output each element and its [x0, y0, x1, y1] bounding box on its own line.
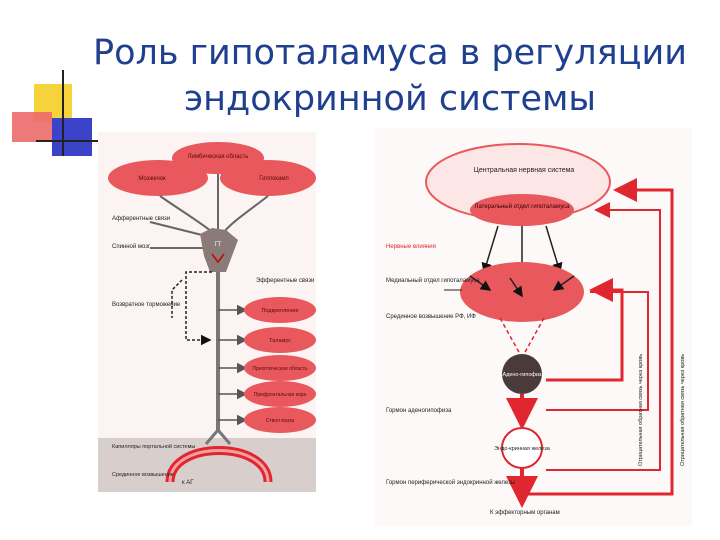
right-lateral-label: Латеральный отдел гипоталамуса	[475, 203, 571, 210]
right-cns-label: Центральная нервная система	[474, 167, 575, 174]
left-label-capillary: Капилляры портальной системы	[112, 443, 195, 450]
left-oval-right-label: Гиппокамп	[259, 176, 289, 182]
right-fb-long-label: Отрицательная обратная связь через кровь	[680, 354, 686, 466]
right-feedback-short	[546, 278, 624, 382]
right-medial-arrow-1	[469, 275, 492, 291]
right-lateral-oval	[470, 194, 574, 226]
left-neuron-mark	[211, 253, 225, 264]
left-oval-premotor-label: Преоптическая область	[252, 366, 308, 372]
deco-blue-square	[52, 118, 92, 156]
left-label-spinal: Спинной мозг	[112, 243, 151, 250]
slide-title: Роль гипоталамуса в регуляции эндокринно…	[80, 30, 700, 122]
left-inhibition-path	[185, 271, 212, 346]
right-adeno-label: Адено-гипофиз	[502, 372, 542, 378]
right-feedback-long-inner	[546, 202, 661, 471]
left-axon-split	[204, 429, 232, 445]
left-oval-reward-label: Подкрепление	[261, 308, 298, 314]
right-feedback-mid	[546, 291, 649, 411]
right-median-label: Срединное возвышение РФ, ИФ	[386, 314, 476, 320]
left-input-line-3	[223, 195, 269, 233]
left-oval-top-label: Лимбическая область	[188, 154, 249, 160]
left-portal-vessel-inner	[168, 449, 270, 483]
right-medial-arrow-2	[552, 275, 575, 291]
left-label-efferent: Эфферентные связи	[256, 278, 314, 284]
left-label-afferent: Афферентные связи	[112, 216, 170, 222]
left-oval-reward	[244, 297, 316, 323]
right-arrow-lat-1	[481, 225, 499, 274]
left-oval-tectum-label: Таламус	[269, 338, 291, 344]
left-label-inhibition: Возвратное торможение	[112, 302, 181, 308]
right-hormone-peripheral-label: Гормон периферической эндокринной железы	[386, 479, 515, 486]
right-medial-label: Медиальный отдел гипоталамуса	[386, 277, 480, 284]
right-medial-arrow-3	[509, 277, 523, 298]
left-inhibition-path-2	[171, 279, 183, 318]
left-oval-prefrontal-label: Префронтальная кора	[254, 392, 307, 398]
right-endo-label: Эндо-кринная железа	[494, 446, 550, 452]
left-oval-prefrontal	[244, 381, 316, 407]
left-label-vessel: к АГ	[182, 480, 194, 486]
left-oval-right	[220, 160, 316, 196]
left-oval-premotor	[244, 355, 316, 381]
right-effector-label: К эффекторным органам	[490, 510, 560, 516]
left-oval-tectum	[244, 327, 316, 353]
right-arrow-lat-3	[545, 225, 563, 274]
right-hormone-adeno-label: Гормон аденогипофиза	[386, 408, 452, 414]
left-neuron-label: ГТ	[215, 242, 222, 248]
left-input-line-1	[159, 195, 213, 233]
deco-vertical-line	[62, 70, 64, 156]
title-line-1: Роль гипоталамуса в регуляции	[92, 33, 687, 73]
left-oval-left-label: Мозжечок	[138, 176, 166, 182]
right-adeno-circle	[502, 354, 542, 394]
right-feedback-long	[522, 178, 674, 496]
left-label-median: Срединное возвышение	[112, 472, 174, 478]
left-oval-brainstem-label: Ствол мозга	[266, 418, 295, 424]
right-fb-short-label: Отрицательная обратная связь через кровь	[638, 354, 644, 466]
left-neuron-body	[200, 228, 238, 272]
deco-red-square	[12, 112, 52, 142]
right-medial-oval	[460, 262, 584, 322]
title-line-2: эндокринной системы	[183, 79, 597, 119]
left-input-line-4	[149, 221, 207, 237]
left-oval-brainstem	[244, 407, 316, 433]
left-oval-left	[108, 160, 208, 196]
right-nerve-label: Нервные влияния	[386, 244, 436, 250]
